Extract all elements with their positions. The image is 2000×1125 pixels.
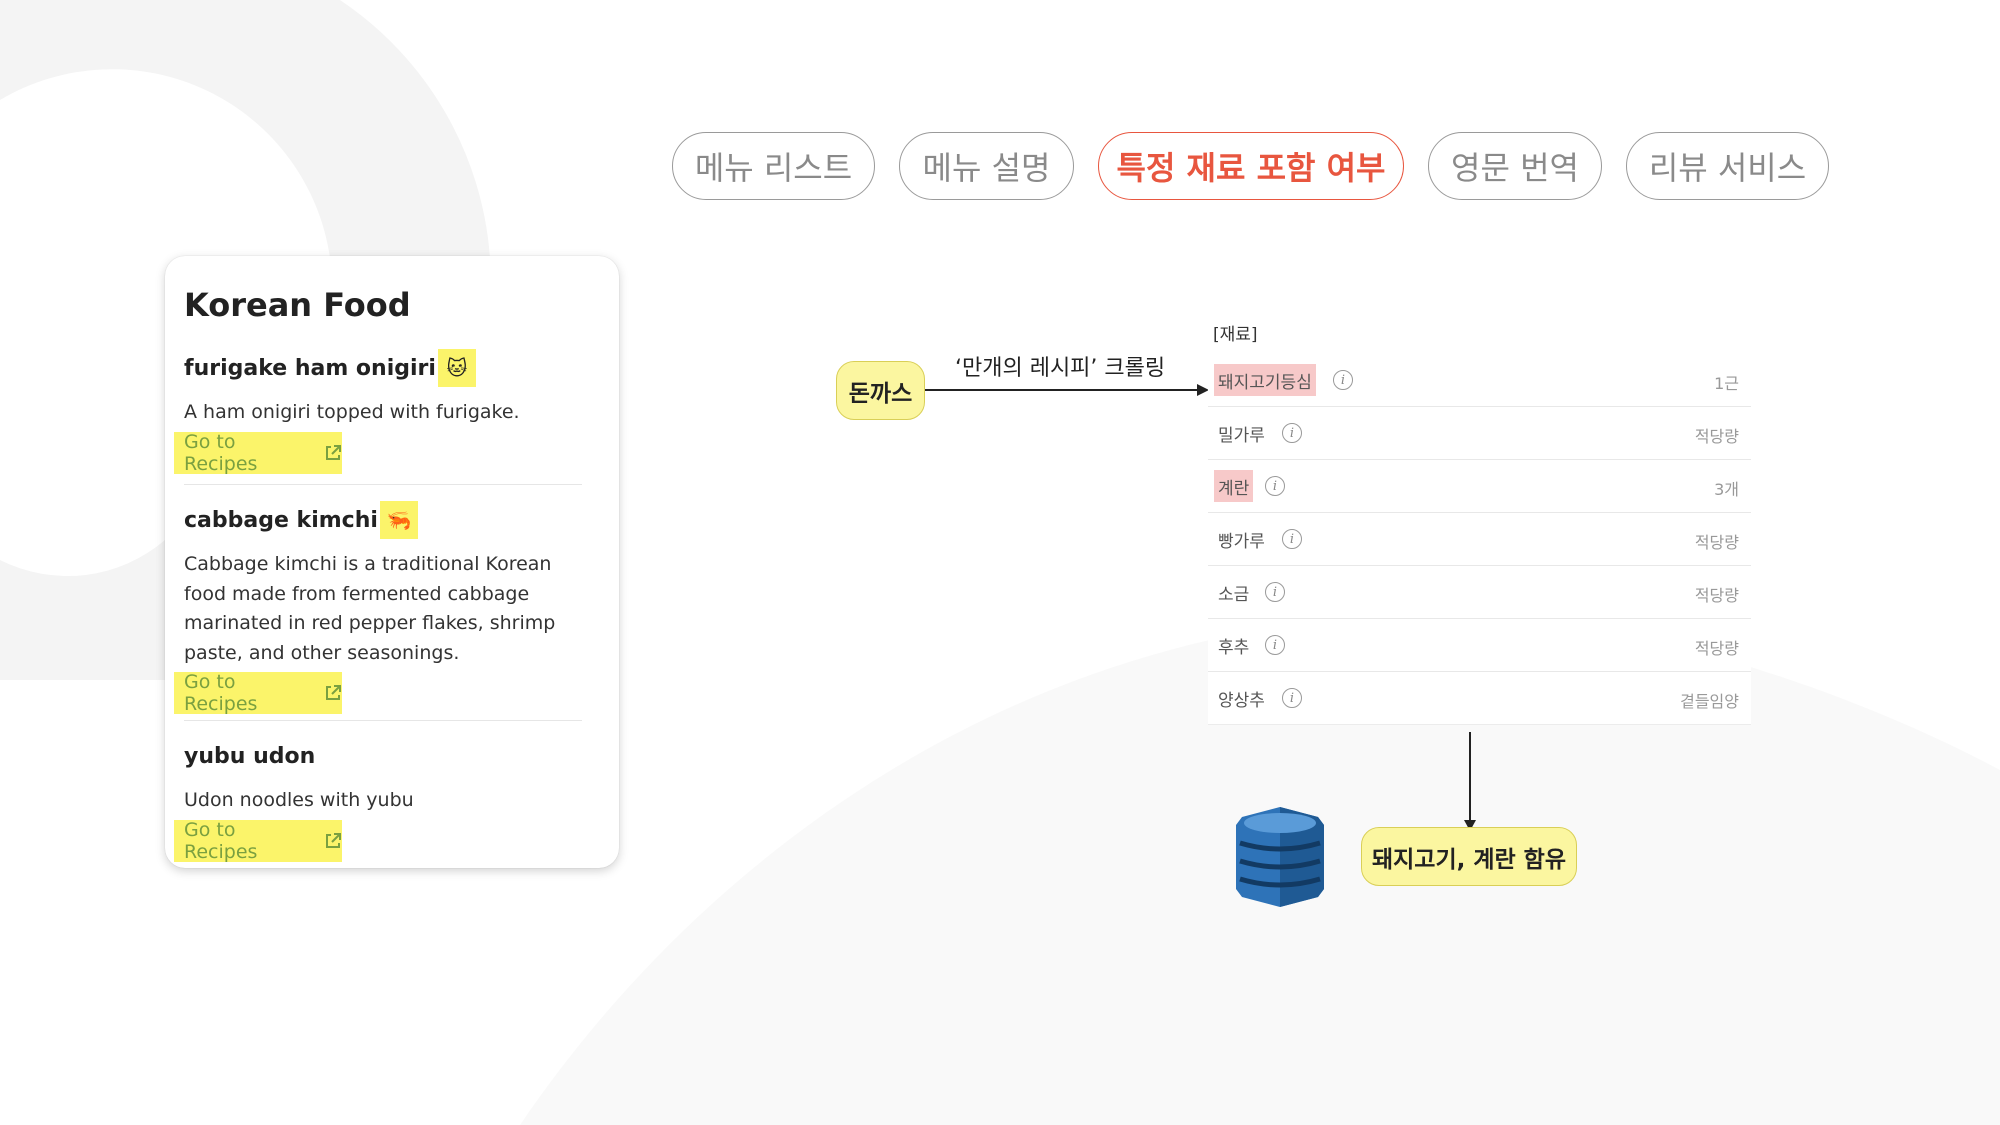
ingredient-name: 빵가루 [1218, 531, 1265, 552]
divider [184, 484, 582, 485]
item-name: furigake ham onigiri 🐱 [184, 348, 584, 388]
external-link-icon [324, 684, 342, 702]
item-description: A ham onigiri topped with furigake. [184, 401, 520, 423]
tab-ingredient-check[interactable]: 특정 재료 포함 여부 [1098, 132, 1404, 200]
tab-english-translation[interactable]: 영문 번역 [1428, 132, 1602, 200]
crawl-label: ‘만개의 레시피’ 크롤링 [955, 356, 1166, 381]
tab-menu-description[interactable]: 메뉴 설명 [899, 132, 1074, 200]
ingredient-quantity: 적당량 [1694, 639, 1739, 658]
ingredient-quantity: 적당량 [1694, 586, 1739, 605]
ingredient-quantity: 곁들임양 [1680, 692, 1739, 711]
result-pill: 돼지고기, 계란 함유 [1361, 827, 1577, 886]
info-icon[interactable]: i [1282, 529, 1302, 549]
go-to-recipes-link[interactable]: Go to Recipes [174, 671, 342, 715]
ingredient-name: 양상추 [1218, 690, 1265, 711]
dynamodb-icon [1236, 807, 1324, 907]
ingredient-row: 소금 i 적당량 [1208, 566, 1751, 619]
divider [184, 720, 582, 721]
info-icon[interactable]: i [1265, 635, 1285, 655]
ingredient-quantity: 적당량 [1694, 427, 1739, 446]
ingredient-name: 돼지고기등심 [1214, 364, 1316, 396]
ingredient-row: 밀가루 i 적당량 [1208, 407, 1751, 460]
ingredient-quantity: 1근 [1714, 374, 1739, 393]
korean-food-card: Korean Food furigake ham onigiri 🐱 A ham… [165, 256, 619, 868]
info-icon[interactable]: i [1265, 582, 1285, 602]
ingredient-name: 소금 [1218, 584, 1250, 605]
ingredient-name: 후추 [1218, 637, 1250, 658]
ingredient-row: 빵가루 i 적당량 [1208, 513, 1751, 566]
item-name: yubu udon [184, 743, 316, 769]
ingredient-row: 계란 i 3개 [1208, 460, 1751, 513]
shrimp-emoji-icon: 🦐 [379, 501, 418, 539]
ingredient-row: 양상추 i 곁들임양 [1208, 672, 1751, 725]
ingredient-row: 후추 i 적당량 [1208, 619, 1751, 672]
ingredient-name: 계란 [1214, 470, 1254, 502]
external-link-icon [324, 832, 342, 850]
ingredient-name: 밀가루 [1218, 425, 1265, 446]
list-item: furigake ham onigiri 🐱 A ham onigiri top… [174, 348, 584, 475]
ingredient-quantity: 3개 [1714, 480, 1739, 499]
list-item: cabbage kimchi 🦐 Cabbage kimchi is a tra… [174, 500, 584, 715]
tab-bar: 메뉴 리스트 메뉴 설명 특정 재료 포함 여부 영문 번역 리뷰 서비스 [672, 132, 1829, 200]
ingredient-row: 돼지고기등심 i 1근 [1208, 354, 1751, 407]
item-name: cabbage kimchi 🦐 [184, 500, 584, 540]
info-icon[interactable]: i [1333, 370, 1353, 390]
info-icon[interactable]: i [1282, 423, 1302, 443]
info-icon[interactable]: i [1282, 688, 1302, 708]
result-arrow [1464, 732, 1476, 831]
item-description: Udon noodles with yubu [184, 789, 414, 811]
item-description: Cabbage kimchi is a traditional Korean f… [184, 553, 556, 664]
tab-review-service[interactable]: 리뷰 서비스 [1626, 132, 1829, 200]
card-title: Korean Food [184, 286, 411, 324]
list-item: yubu udon Udon noodles with yubu Go to R… [174, 736, 584, 863]
go-to-recipes-link[interactable]: Go to Recipes [174, 431, 342, 475]
info-icon[interactable]: i [1265, 476, 1285, 496]
dish-pill: 돈까스 [836, 361, 925, 420]
tab-menu-list[interactable]: 메뉴 리스트 [672, 132, 875, 200]
ingredients-table: 돼지고기등심 i 1근 밀가루 i 적당량 계란 i 3개 빵가루 i 적당량 … [1208, 354, 1751, 725]
ingredient-quantity: 적당량 [1694, 533, 1739, 552]
cat-emoji-icon: 🐱 [437, 349, 476, 387]
external-link-icon [324, 444, 342, 462]
go-to-recipes-link[interactable]: Go to Recipes [174, 819, 342, 863]
crawl-arrow [925, 384, 1209, 396]
ingredients-header: [재료] [1213, 325, 1258, 345]
